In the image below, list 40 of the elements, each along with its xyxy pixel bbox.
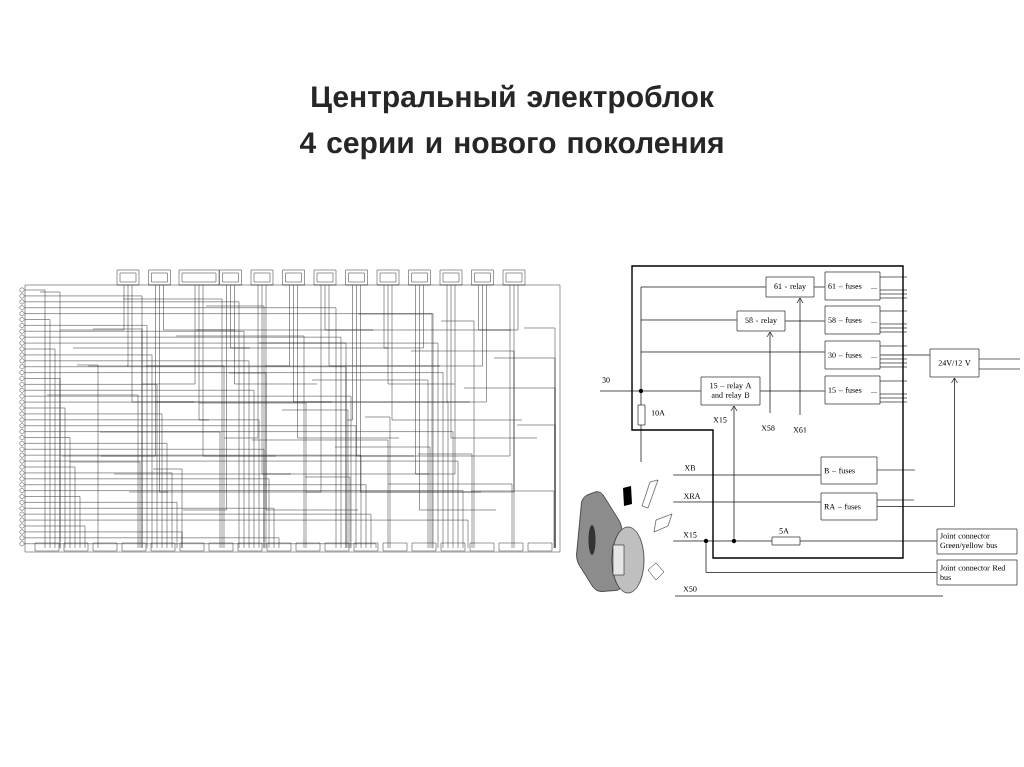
arrow (730, 405, 738, 539)
wire (759, 390, 826, 392)
connector-box: Joint connector Green/yellow bus (936, 528, 1018, 555)
wire (672, 474, 822, 476)
fuse-box: B – fuses (820, 456, 878, 485)
edge-label: X15 (682, 531, 698, 539)
wire-label: 30 (602, 377, 610, 383)
fuse-box: 30 – fuses ... (824, 340, 881, 370)
wire-label: 10A (651, 410, 665, 416)
arrow (796, 297, 804, 416)
relay-box: 61 - relay (765, 276, 815, 298)
edge-label: X58 (760, 424, 776, 432)
arrow (876, 377, 958, 507)
wire (879, 354, 931, 356)
wire-label: 5A (779, 528, 789, 534)
wire (784, 320, 826, 322)
wire (672, 501, 822, 503)
fuse-box: 15 – fuses ... (824, 375, 881, 405)
converter-box: 24V/12 V (929, 348, 980, 378)
ignition-key-drawing (576, 479, 673, 594)
wire (672, 540, 938, 542)
wire (813, 286, 826, 288)
edge-label: X15 (712, 416, 728, 424)
wire (640, 286, 767, 288)
edge-label: XRA (682, 492, 702, 500)
wire-label: X50 (683, 586, 697, 592)
fuse-box: 61 – fuses ... (824, 271, 881, 301)
wire (643, 390, 702, 392)
wire (705, 543, 938, 573)
wire (640, 319, 738, 321)
edge-label: XB (683, 464, 697, 472)
title: Центральный электроблок 4 серии и нового поколения (299, 84, 723, 160)
fuse-box: RA – fuses (820, 492, 878, 521)
fuse-box: 58 – fuses ... (824, 305, 881, 335)
relay-box: 58 - relay (736, 310, 786, 332)
edge-label: X61 (792, 426, 808, 434)
arrow (766, 331, 774, 414)
connector-box: Joint connector Red bus (936, 559, 1018, 586)
wire (640, 351, 826, 353)
relay-box: 15 – relay A and relay B (700, 376, 761, 406)
